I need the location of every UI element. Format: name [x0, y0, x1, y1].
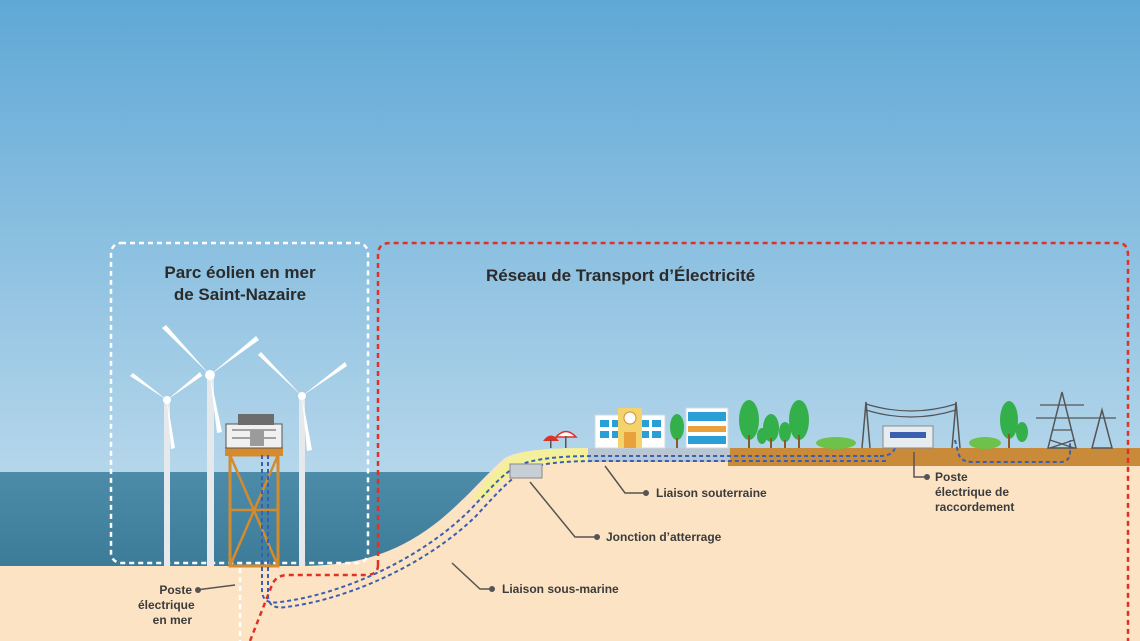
grid-title: Réseau de Transport d’Électricité	[486, 266, 756, 285]
landing-junction-icon	[509, 463, 543, 479]
ground-strip	[728, 448, 1140, 466]
wind-farm-title-line2: de Saint-Nazaire	[173, 285, 307, 304]
subsea-cable-2	[267, 455, 886, 609]
tree-icon	[969, 401, 1028, 449]
pylon-icon	[1036, 391, 1116, 449]
subsea-cable	[261, 455, 880, 604]
connection-substation-label: Poste électrique de raccordement	[935, 470, 1014, 515]
wind-turbine-icon	[130, 372, 202, 566]
offshore-substation-icon	[225, 414, 283, 568]
leader-dots	[195, 474, 930, 593]
wind-turbine-icon	[258, 352, 347, 566]
label-line: électrique de	[935, 485, 1010, 499]
wind-farm-title-line1: Parc éolien en mer	[164, 263, 316, 282]
building-icon	[685, 407, 729, 449]
underground-cable	[879, 439, 1071, 463]
pylon-icon	[861, 401, 961, 449]
label-line: raccordement	[935, 500, 1015, 514]
building-icon	[594, 408, 666, 449]
connection-substation-icon	[882, 425, 934, 449]
seabed	[0, 448, 1140, 641]
wind-farm-boundary	[109, 241, 370, 565]
wind-turbine-icon	[162, 325, 259, 566]
grid-boundary	[376, 241, 1130, 641]
tree-icon	[670, 414, 684, 448]
beach	[470, 448, 590, 500]
tree-icon	[739, 400, 856, 449]
leader-lines	[195, 452, 926, 591]
offshore-substation-label: Poste électrique en mer	[138, 583, 195, 628]
grid-boundary-inner	[248, 564, 380, 641]
label-line: Poste	[935, 470, 968, 484]
landing-junction-label: Jonction d’atterrage	[606, 530, 722, 544]
beach-umbrella-icon	[543, 430, 578, 448]
label-line: Poste	[159, 583, 192, 597]
subsea-link-label: Liaison sous-marine	[502, 582, 619, 596]
label-line: électrique	[138, 598, 195, 612]
underground-link-label: Liaison souterraine	[656, 486, 767, 500]
label-line: en mer	[152, 613, 192, 627]
wind-farm-title: Parc éolien en mer de Saint-Nazaire	[120, 262, 360, 306]
